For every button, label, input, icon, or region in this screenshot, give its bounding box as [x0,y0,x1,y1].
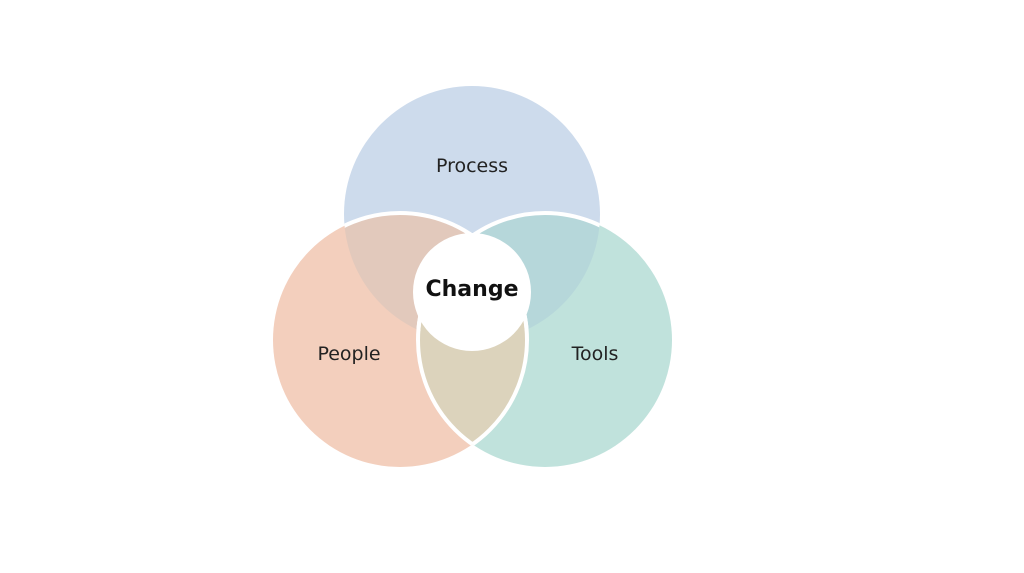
change-center-circle [413,233,531,351]
process-label: Process [436,155,508,177]
tools-border-arc-lower [416,213,527,467]
tools-label: Tools [571,343,619,365]
people-label: People [317,343,380,365]
people-border-arc-lower [418,213,529,467]
change-label: Change [426,277,519,302]
